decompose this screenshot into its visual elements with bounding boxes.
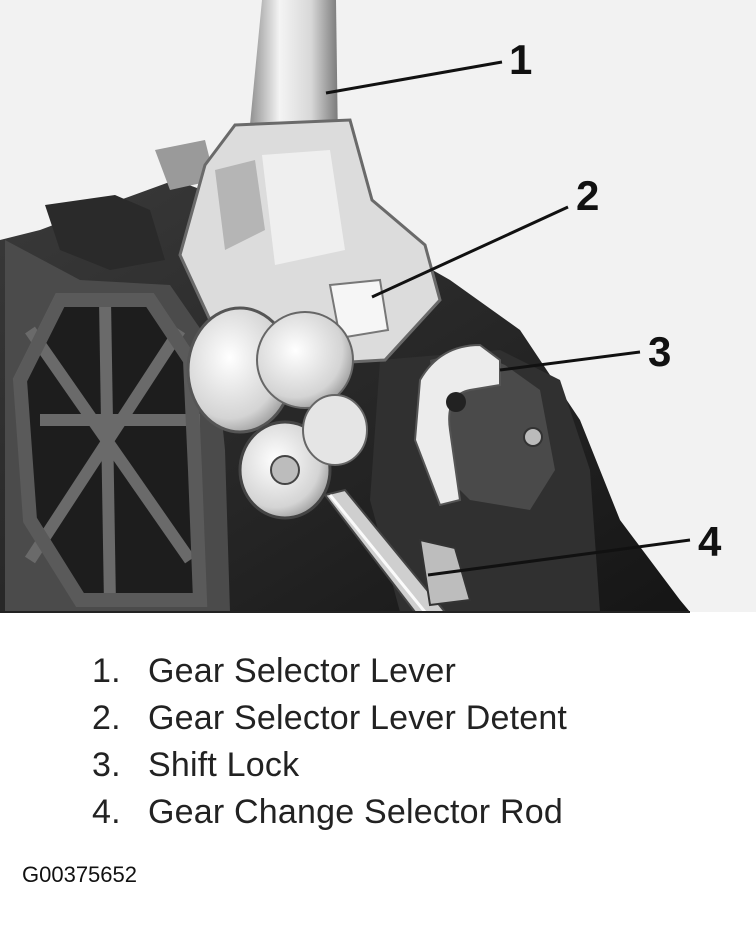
leader-line-3 [499, 350, 641, 372]
lever-shaft [248, 0, 338, 145]
legend-item-label: Gear Selector Lever Detent [148, 699, 568, 737]
legend-item-number: 1. [92, 652, 121, 690]
figure-id: G00375652 [22, 862, 137, 887]
legend-item: 1. Gear Selector Lever [92, 652, 567, 699]
legend-item-label: Shift Lock [148, 746, 300, 784]
legend-item: 4. Gear Change Selector Rod [92, 793, 567, 840]
shifter-assembly-drawing: 1 2 3 4 [0, 0, 756, 613]
rear-bracket [45, 195, 165, 270]
legend-item-label: Gear Selector Lever [148, 652, 457, 690]
leader-lines [325, 60, 691, 577]
shifter-assembly-figure: 1 2 3 4 [0, 0, 756, 613]
lever-bracket [178, 118, 442, 367]
legend-item-number: 4. [92, 793, 121, 831]
legend-item: 2. Gear Selector Lever Detent [92, 699, 567, 746]
leader-line-1 [325, 60, 503, 95]
legend-item: 3. Shift Lock [92, 746, 567, 793]
legend-list: 1. Gear Selector Lever 2. Gear Selector … [92, 652, 567, 840]
leader-line-2 [371, 205, 569, 299]
callout-number-4: 4 [698, 518, 722, 565]
callout-number-2: 2 [576, 172, 599, 219]
pivot-rollers [186, 306, 368, 520]
legend-item-number: 2. [92, 699, 121, 737]
callout-number-1: 1 [509, 36, 532, 83]
leader-line-4 [427, 538, 691, 577]
callout-number-3: 3 [648, 328, 671, 375]
lever-detent-block [328, 278, 390, 340]
legend-item-label: Gear Change Selector Rod [148, 793, 563, 831]
legend-item-number: 3. [92, 746, 121, 784]
lattice-frame [5, 240, 230, 612]
